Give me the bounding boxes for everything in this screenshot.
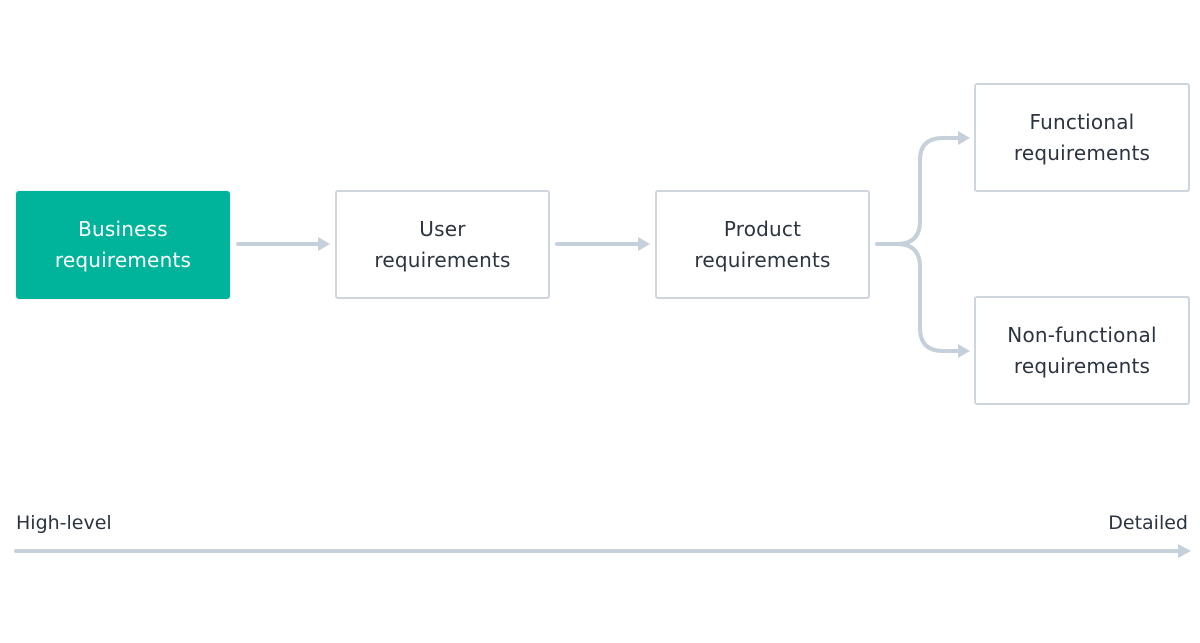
axis-arrowhead-icon <box>1178 544 1191 558</box>
node-user-line2: requirements <box>374 247 511 272</box>
axis-end-label: Detailed <box>1108 512 1188 534</box>
node-nonfunctional-line2: requirements <box>1013 353 1151 378</box>
node-functional-line2: requirements <box>1013 140 1151 165</box>
node-business-line1: Business <box>78 217 168 241</box>
node-business-line2: requirements <box>54 248 192 272</box>
node-product-line2: requirements <box>694 247 831 272</box>
arrowhead-product-icon <box>638 237 650 251</box>
node-user-requirements: User requirements <box>335 190 550 299</box>
arrowhead-functional-icon <box>958 131 970 145</box>
arrowhead-nonfunctional-icon <box>958 344 970 358</box>
node-product-line1: Product <box>723 216 802 241</box>
node-functional-line1: Functional <box>1029 109 1135 134</box>
node-functional-requirements: Functional requirements <box>974 83 1190 192</box>
arrow-product-to-functional <box>875 136 964 246</box>
arrowhead-user-icon <box>318 237 330 251</box>
node-user-line1: User <box>419 216 466 241</box>
node-nonfunctional-line1: Non-functional <box>1007 322 1157 347</box>
arrow-product-to-nonfunctional <box>895 242 964 353</box>
node-business-requirements: Business requirements <box>16 191 230 299</box>
node-nonfunctional-requirements: Non-functional requirements <box>974 296 1190 405</box>
axis-start-label: High-level <box>16 512 112 534</box>
node-product-requirements: Product requirements <box>655 190 870 299</box>
